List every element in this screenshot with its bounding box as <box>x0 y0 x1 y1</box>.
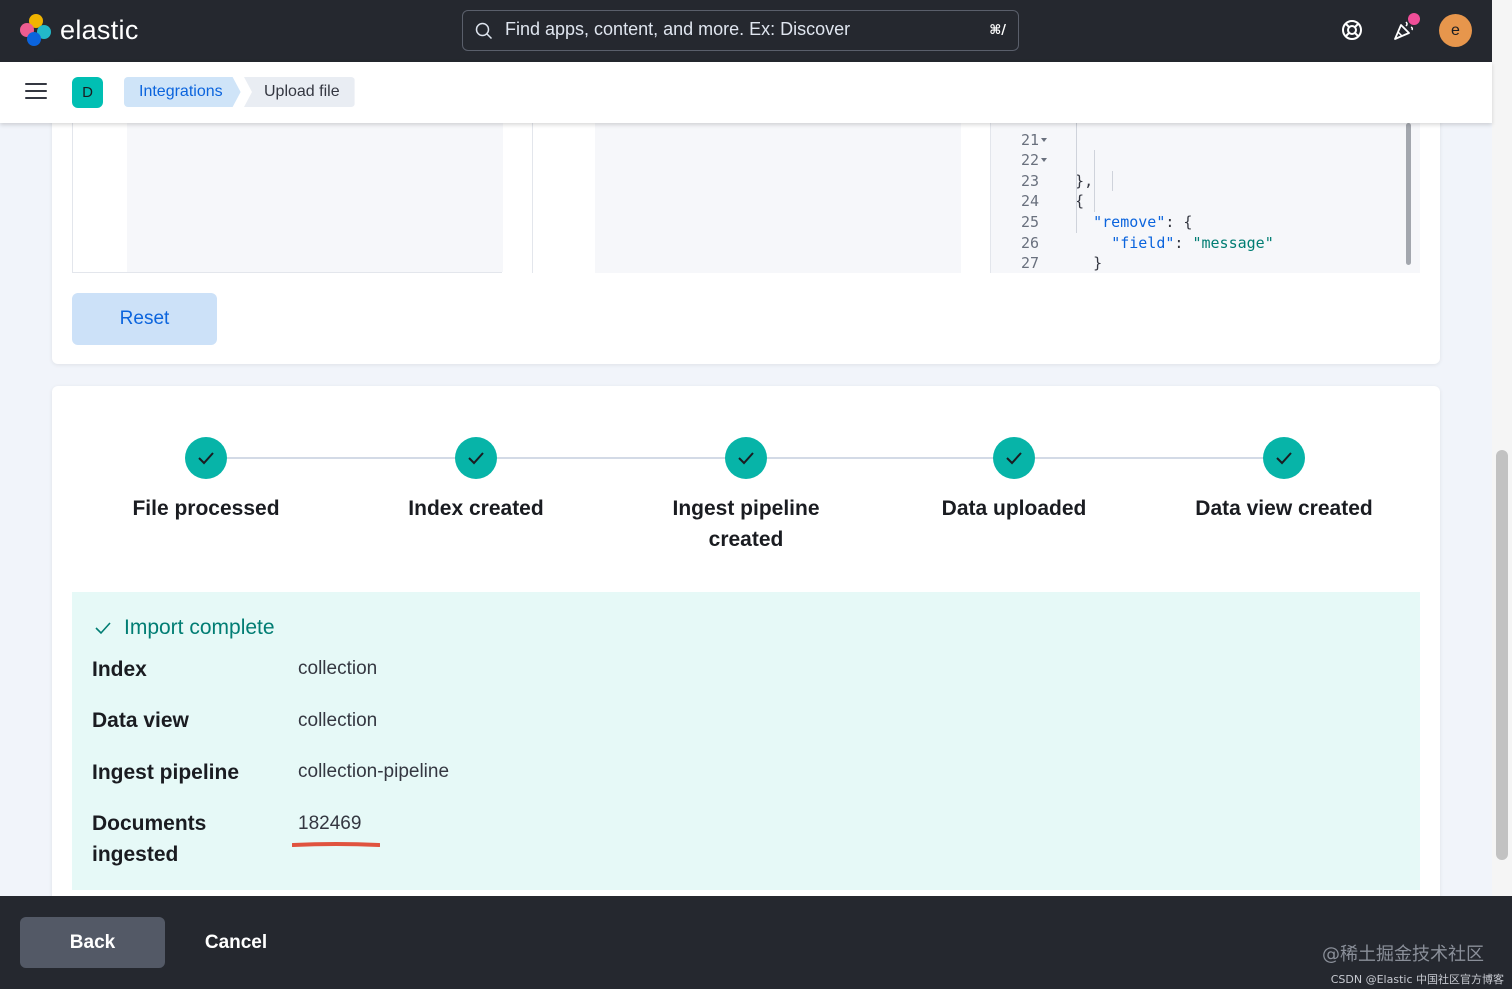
index-label: Index <box>92 654 282 685</box>
search-input[interactable] <box>505 19 975 40</box>
menu-icon[interactable] <box>25 83 47 101</box>
logo-text: elastic <box>60 15 139 46</box>
step-data-uploaded: Data uploaded <box>879 437 1149 524</box>
import-progress-panel: File processed Index created Ingest pipe… <box>52 386 1440 906</box>
ingest-pipeline-value: collection-pipeline <box>298 756 449 787</box>
space-avatar[interactable]: D <box>72 77 103 108</box>
back-button[interactable]: Back <box>20 917 165 968</box>
breadcrumb-bar: D Integrations Upload file <box>0 62 1492 123</box>
ingest-pipeline-label: Ingest pipeline <box>92 757 282 788</box>
bottom-action-bar: Back Cancel @稀土掘金技术社区 CSDN @Elastic 中国社区… <box>0 896 1512 989</box>
elastic-logo[interactable]: elastic <box>20 14 139 46</box>
reset-button[interactable]: Reset <box>72 293 217 345</box>
ingest-pipeline-editor[interactable]: 21 }, 22 { 23 "remove": { 24 "field": "m… <box>990 123 1420 273</box>
check-icon <box>1275 451 1293 465</box>
mappings-pane <box>532 123 960 273</box>
documents-ingested-label: Documents ingested <box>92 808 252 870</box>
search-shortcut: ⌘/ <box>989 23 1006 38</box>
step-file-processed: File processed <box>71 437 341 524</box>
data-view-value: collection <box>298 705 377 736</box>
code-line: 21 }, <box>991 123 1420 130</box>
step-data-view-created: Data view created <box>1149 437 1419 524</box>
top-header: elastic ⌘/ e <box>0 0 1492 62</box>
index-settings-pane <box>72 123 502 273</box>
watermark-juejin: @稀土掘金技术社区 <box>1322 940 1484 966</box>
code-line: 23 "remove": { <box>991 150 1420 171</box>
editor-scrollbar[interactable] <box>1406 123 1411 265</box>
code-line: 22 { <box>991 130 1420 151</box>
step-index-created: Index created <box>341 437 611 524</box>
check-icon <box>1005 451 1023 465</box>
page-scrollbar-thumb[interactable] <box>1496 450 1508 860</box>
cancel-button[interactable]: Cancel <box>186 917 286 968</box>
global-search[interactable]: ⌘/ <box>462 10 1019 51</box>
code-line: 28 } <box>991 253 1420 273</box>
import-steps: File processed Index created Ingest pipe… <box>52 386 1440 576</box>
check-icon <box>467 451 485 465</box>
search-icon <box>475 22 493 40</box>
code-line: 24 "field": "message" <box>991 171 1420 192</box>
user-avatar[interactable]: e <box>1439 14 1472 47</box>
documents-ingested-value: 182469 <box>298 808 361 839</box>
step-ingest-pipeline-created: Ingest pipeline created <box>646 437 846 555</box>
code-line: 27 ] <box>991 233 1420 254</box>
check-icon <box>737 451 755 465</box>
check-icon <box>197 451 215 465</box>
index-value: collection <box>298 653 377 684</box>
code-line: 26 } <box>991 212 1420 233</box>
red-underline-annotation <box>292 842 380 848</box>
notification-dot <box>1408 13 1420 25</box>
check-icon <box>94 621 112 635</box>
elastic-logo-icon <box>20 14 52 46</box>
data-view-label: Data view <box>92 705 282 736</box>
code-line: 25 } <box>991 191 1420 212</box>
import-complete-callout: Import complete Index collection Data vi… <box>72 592 1420 890</box>
breadcrumb-integrations[interactable]: Integrations <box>124 77 241 107</box>
watermark-csdn: CSDN @Elastic 中国社区官方博客 <box>1331 971 1504 987</box>
help-icon[interactable] <box>1340 18 1364 42</box>
breadcrumb-upload-file: Upload file <box>244 77 355 107</box>
callout-title: Import complete <box>94 616 275 640</box>
